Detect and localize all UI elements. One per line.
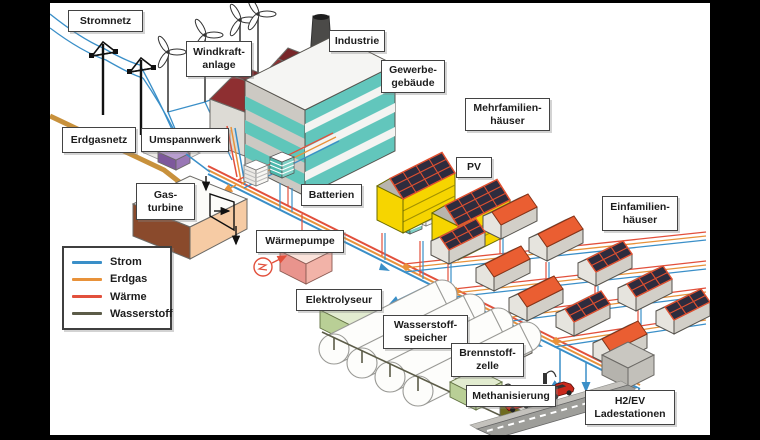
legend-label: Erdgas (110, 273, 148, 286)
pylon-icon (127, 56, 156, 135)
wasserstoff-line-swatch (72, 312, 102, 316)
turbine-symbol (201, 176, 241, 246)
legend-item-strom: Strom (72, 256, 170, 268)
wind-turbine-icon (245, 3, 277, 78)
legend-item-wasserstoff: Wasserstoff (72, 307, 173, 320)
label-pv: PV (456, 157, 492, 178)
legend: Strom Erdgas Wärme Wasserstoff (62, 246, 173, 330)
label-gasturbine: Gas- turbine (136, 183, 195, 220)
waerme-line-swatch (72, 295, 102, 299)
label-h2ev-ladestationen: H2/EV Ladestationen (585, 390, 675, 425)
erdgas-line-swatch (72, 277, 102, 281)
label-einfamilienhaeuser: Einfamilien- häuser (602, 196, 678, 231)
legend-label: Wärme (110, 290, 147, 303)
label-stromnetz: Stromnetz (68, 10, 143, 32)
pylon-icon (89, 40, 118, 115)
label-methanisierung: Methanisierung (466, 385, 556, 407)
label-elektrolyseur: Elektrolyseur (296, 289, 382, 311)
legend-item-waerme: Wärme (72, 291, 170, 303)
label-brennstoffzelle: Brennstoff- zelle (451, 343, 524, 377)
label-umspannwerk: Umspannwerk (141, 128, 229, 152)
strom-line-swatch (72, 260, 102, 264)
wind-turbine-icon (155, 34, 187, 112)
battery-stack (243, 159, 269, 187)
label-waermepumpe: Wärmepumpe (256, 230, 344, 253)
battery-stack (269, 151, 295, 179)
label-mehrfamilienhaeuser: Mehrfamilien- häuser (465, 98, 550, 131)
legend-label: Wasserstoff (110, 307, 173, 320)
heat-pump-symbol (253, 255, 288, 277)
label-erdgasnetz: Erdgasnetz (62, 127, 136, 153)
legend-label: Strom (110, 256, 142, 269)
label-batterien: Batterien (301, 184, 362, 206)
label-windkraftanlage: Windkraft- anlage (186, 41, 252, 77)
legend-item-erdgas: Erdgas (72, 273, 170, 285)
label-gewerbegebaeude: Gewerbe- gebäude (381, 60, 445, 93)
label-industrie: Industrie (329, 30, 385, 52)
